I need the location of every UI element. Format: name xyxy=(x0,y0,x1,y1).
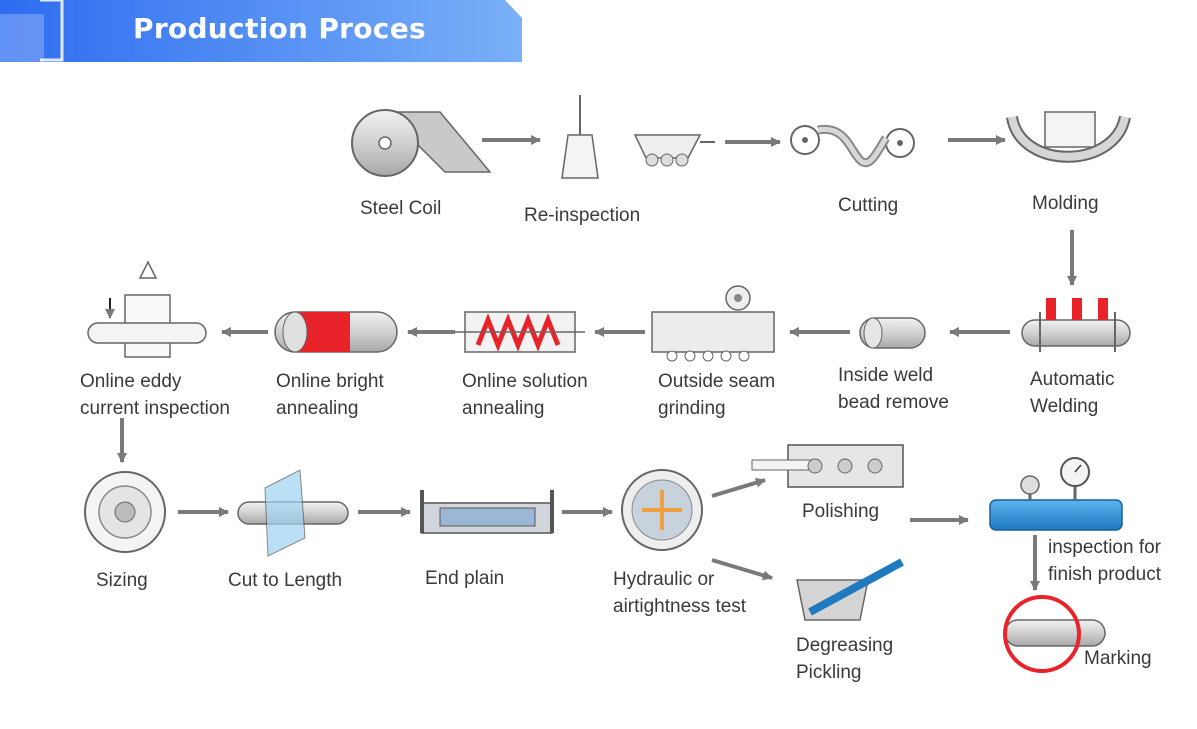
label-degreasing-1: Degreasing xyxy=(796,635,894,656)
label-outside-seam-1: Outside seam xyxy=(658,371,776,392)
label-finish-inspection-2: finish product xyxy=(1048,564,1162,585)
label-hydraulic-1: Hydraulic or xyxy=(613,569,715,590)
banner-shape xyxy=(0,0,522,62)
polishing-icon xyxy=(751,444,904,488)
end-plain-icon xyxy=(420,490,554,534)
label-online-solution-1: Online solution xyxy=(462,371,588,392)
label-finish-inspection-1: inspection for xyxy=(1048,537,1162,558)
label-automatic-welding-2: Welding xyxy=(1030,396,1099,417)
label-degreasing-2: Pickling xyxy=(796,662,862,683)
label-steel-coil: Steel Coil xyxy=(360,198,442,219)
reinspection-icon xyxy=(561,95,599,179)
label-online-eddy-1: Online eddy xyxy=(80,371,182,392)
degreasing-icon xyxy=(796,558,904,621)
sizing-icon xyxy=(84,471,166,553)
label-molding: Molding xyxy=(1032,193,1099,214)
label-inside-weld-1: Inside weld xyxy=(838,365,934,386)
solution-annealing-icon xyxy=(455,311,585,353)
label-end-plain: End plain xyxy=(425,568,505,589)
label-outside-seam-2: grinding xyxy=(658,398,726,419)
label-polishing: Polishing xyxy=(802,501,880,522)
label-online-bright-2: annealing xyxy=(276,398,359,419)
label-sizing: Sizing xyxy=(96,570,148,591)
label-re-inspection: Re-inspection xyxy=(524,205,641,226)
label-cutting: Cutting xyxy=(838,195,899,216)
finish-inspection-icon xyxy=(989,457,1123,531)
label-automatic-welding-1: Automatic xyxy=(1030,369,1115,390)
header-banner: Production Proces xyxy=(0,0,525,64)
hydraulic-test-icon xyxy=(621,469,703,551)
molding-icon xyxy=(1006,111,1131,163)
label-online-solution-2: annealing xyxy=(462,398,545,419)
marking-icon xyxy=(1003,595,1106,673)
label-cut-to-length: Cut to Length xyxy=(228,570,343,591)
cut-to-length-icon xyxy=(237,469,349,557)
steel-coil-icon xyxy=(351,109,492,177)
page-title: Production Proces xyxy=(133,12,426,45)
flow-arrows xyxy=(117,135,1077,591)
outside-seam-grinding-icon xyxy=(651,285,775,362)
label-online-eddy-2: current inspection xyxy=(80,398,230,419)
label-hydraulic-2: airtightness test xyxy=(613,596,747,617)
automatic-welding-icon xyxy=(1021,298,1131,352)
cutting-icon xyxy=(790,124,915,167)
eddy-current-icon xyxy=(87,260,207,358)
label-marking: Marking xyxy=(1084,648,1152,669)
roller-stand-icon xyxy=(633,134,715,167)
label-online-bright-1: Online bright xyxy=(276,371,384,392)
label-inside-weld-2: bead remove xyxy=(838,392,949,413)
bright-annealing-icon xyxy=(274,311,398,353)
inside-weld-icon xyxy=(859,317,926,349)
